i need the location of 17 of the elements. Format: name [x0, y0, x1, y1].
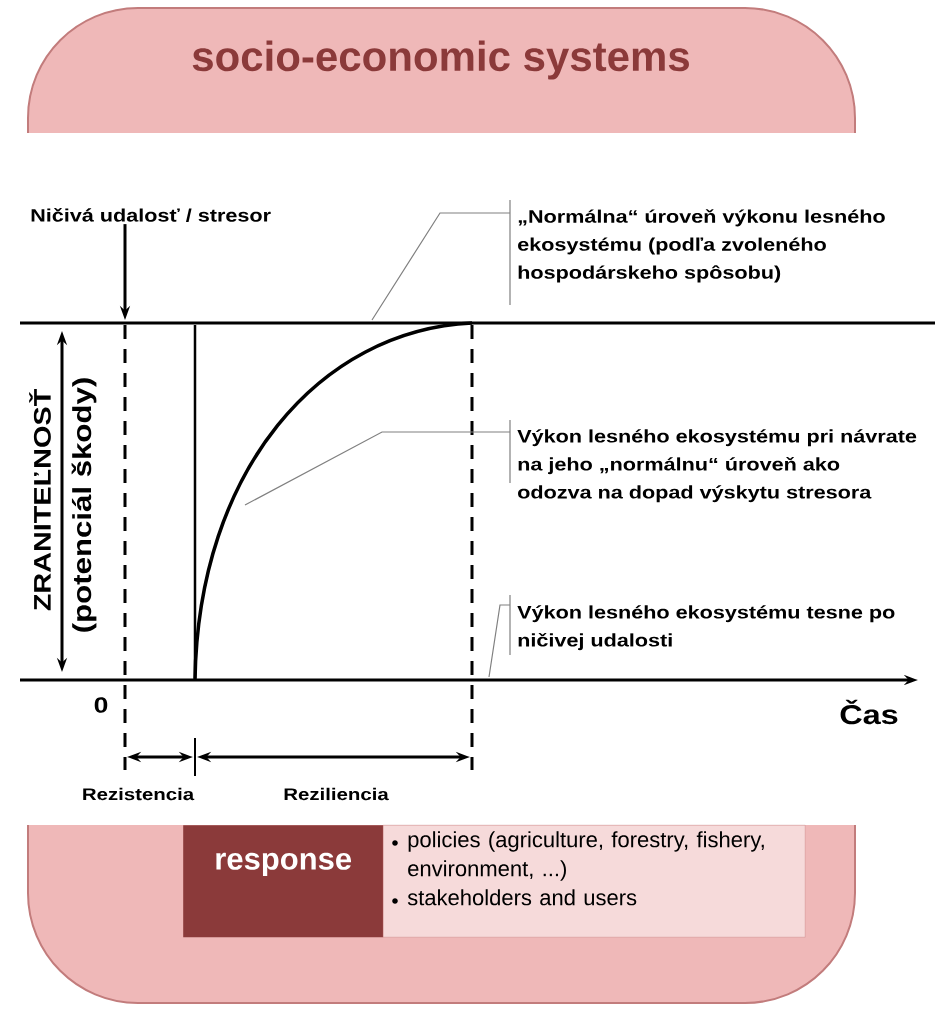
- annotation-text: „Normálna“ úroveň výkonu lesného ekosystému (podľa zvoleného hospodárskeho spôsobu): [518, 209, 885, 283]
- axis-label: (potenciál škody): [71, 378, 97, 632]
- leader-line: [244, 419, 511, 506]
- level-line: [20, 321, 935, 325]
- title: socio-economic systems: [192, 40, 689, 80]
- axis-label: ZRANITEĽNOSŤ: [29, 389, 51, 611]
- leader-line: [488, 594, 511, 678]
- response-box: response: [183, 825, 384, 938]
- bullet-text: stakeholders and users: [407, 889, 637, 906]
- axis-label: 0: [94, 697, 108, 713]
- axis-label: Čas: [840, 699, 898, 725]
- leader-line: [371, 199, 511, 321]
- interval-label: Reziliencia: [284, 787, 389, 801]
- interval-label: Rezistencia: [83, 787, 195, 801]
- annotation-text: Výkon lesného ekosystému tesne po ničivej udalosti: [517, 605, 895, 651]
- bullet-text: policies (agriculture, forestry, fishery, environment, ...): [408, 831, 764, 881]
- annotation-text: Výkon lesného ekosystému pri návrate na jeho „normálnu“ úroveň ako odozva na dopad výskytu stresora: [517, 429, 917, 503]
